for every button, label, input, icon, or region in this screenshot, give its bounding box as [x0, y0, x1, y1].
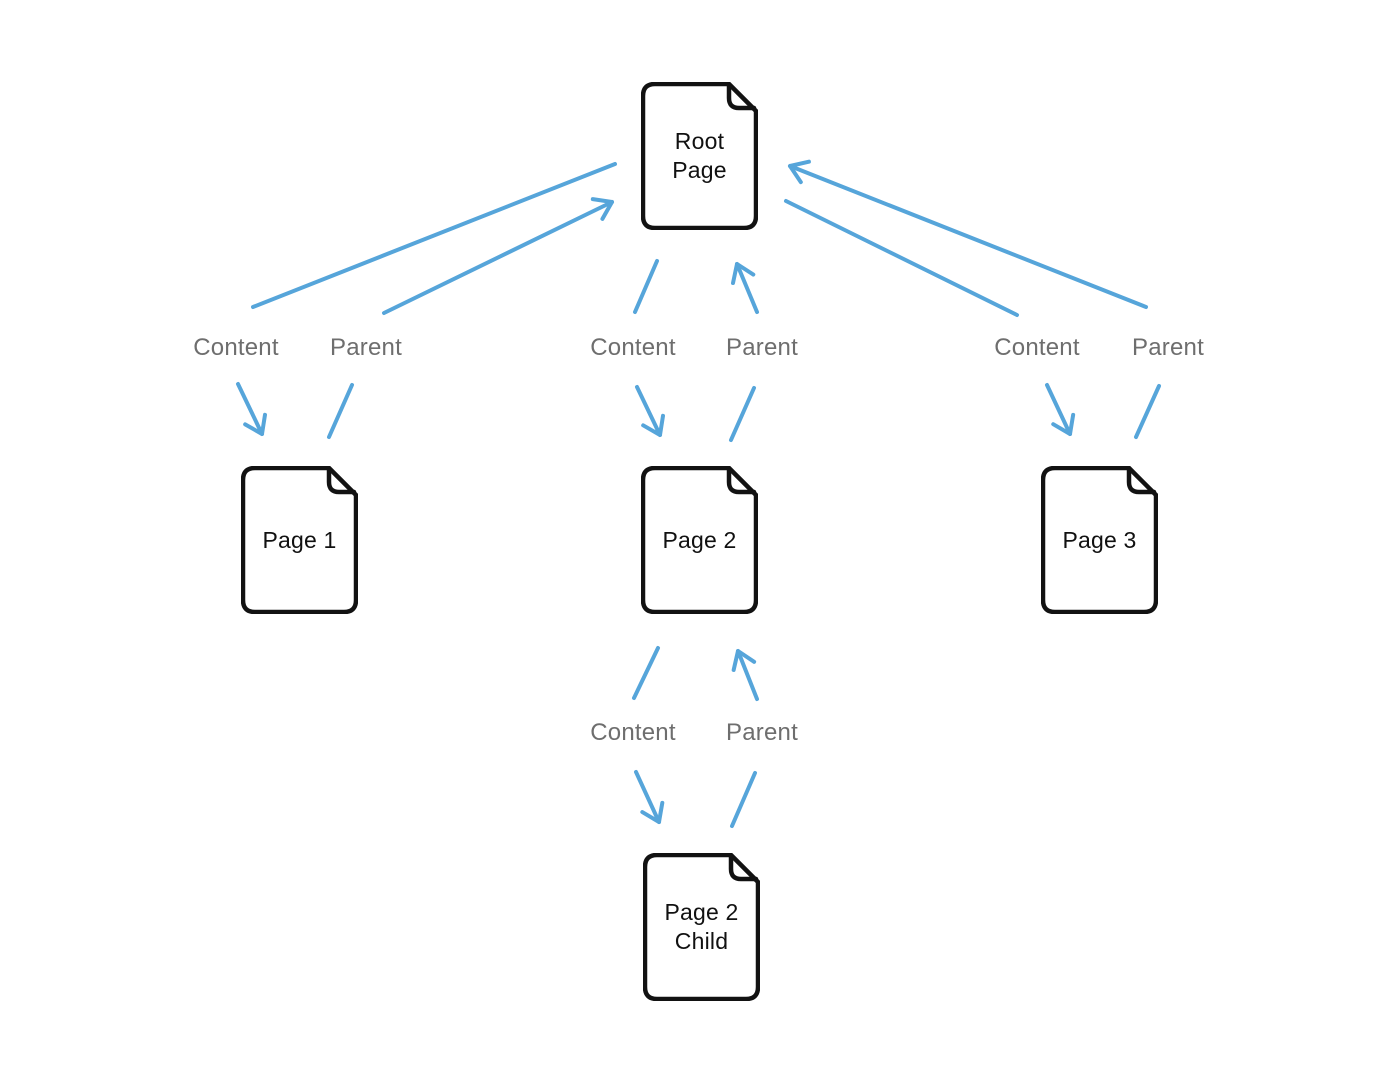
node-page-3: Page 3	[1041, 466, 1158, 614]
edge-label-content: Content	[193, 334, 279, 361]
node-page-2-child: Page 2 Child	[643, 853, 760, 1001]
content-arrow-upper	[633, 259, 659, 314]
document-icon	[641, 82, 758, 230]
document-icon	[641, 466, 758, 614]
document-icon	[241, 466, 358, 614]
node-label-page-3: Page 3	[1062, 526, 1137, 553]
edge-label-parent: Parent	[726, 719, 798, 746]
edge-root-page1	[236, 162, 617, 439]
edge-label-parent: Parent	[330, 334, 402, 361]
edge-label-parent: Parent	[1132, 334, 1204, 361]
parent-arrow-lower	[1134, 384, 1161, 439]
edge-root-page2	[633, 259, 759, 442]
content-arrow-lower	[236, 382, 267, 436]
content-arrow-upper	[784, 199, 1019, 317]
content-arrow-lower	[634, 770, 665, 824]
node-page-1: Page 1	[241, 466, 358, 614]
node-label-page-2-child: Page 2 Child	[664, 899, 739, 954]
edge-label-content: Content	[590, 334, 676, 361]
parent-arrow-upper	[731, 649, 759, 701]
node-label-page-1: Page 1	[262, 526, 337, 553]
parent-arrow-lower	[729, 386, 756, 442]
parent-arrow-upper	[788, 159, 1148, 309]
content-arrow-upper	[632, 646, 660, 700]
edge-page2-page2child	[632, 646, 759, 828]
edge-label-parent: Parent	[726, 334, 798, 361]
parent-arrow-lower	[730, 771, 757, 828]
parent-arrow-upper	[731, 262, 759, 314]
edge-label-content: Content	[994, 334, 1080, 361]
node-label-page-2: Page 2	[662, 526, 737, 553]
edge-label-content: Content	[590, 719, 676, 746]
document-icon	[643, 853, 760, 1001]
parent-arrow-lower	[327, 383, 354, 439]
parent-arrow-upper	[382, 197, 614, 315]
content-arrow-lower	[635, 385, 666, 437]
edge-root-page3	[784, 159, 1161, 439]
document-icon	[1041, 466, 1158, 614]
node-root-page: Root Page	[641, 82, 758, 230]
node-label-root-page: Root Page	[672, 128, 727, 183]
content-arrow-lower	[1045, 383, 1076, 436]
node-page-2: Page 2	[641, 466, 758, 614]
content-arrow-upper	[251, 162, 617, 309]
